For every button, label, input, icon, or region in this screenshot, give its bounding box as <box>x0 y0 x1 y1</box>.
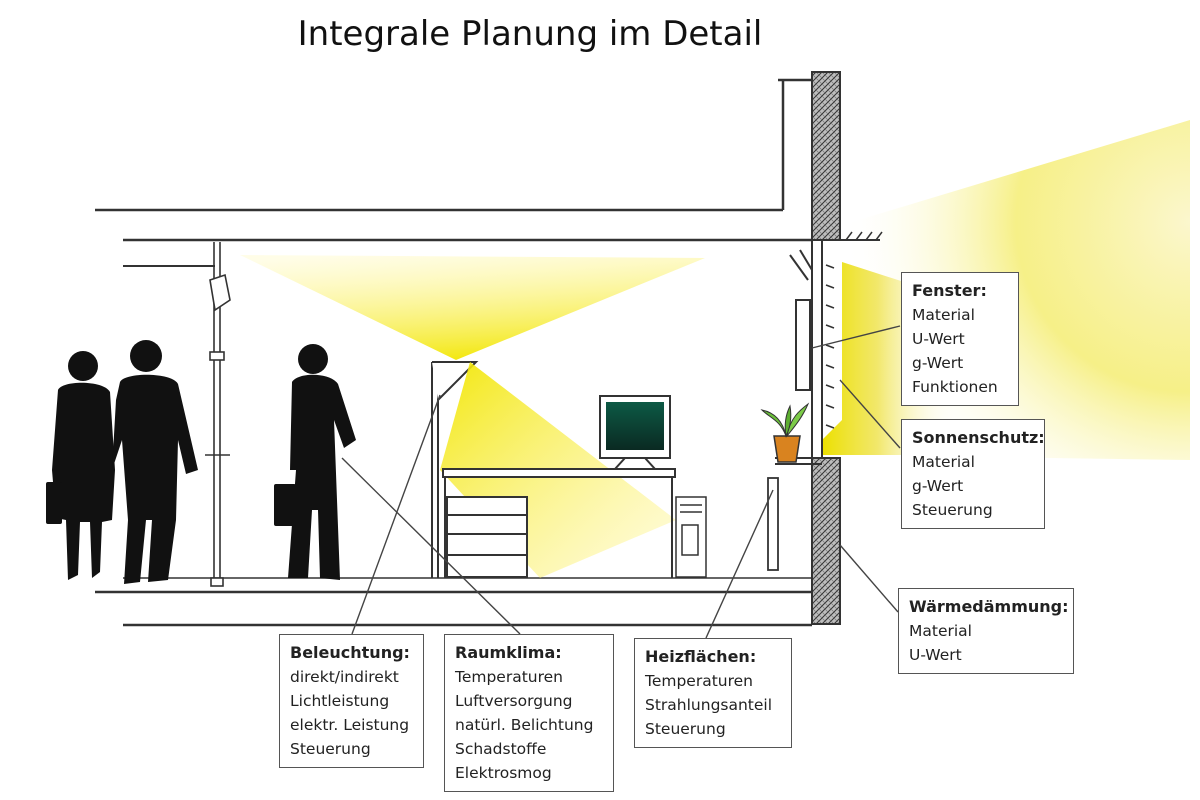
floor-lamp <box>431 361 479 578</box>
label-item: Strahlungsanteil <box>645 696 773 714</box>
label-item: Luftversorgung <box>455 692 573 710</box>
people-silhouettes <box>46 340 356 584</box>
computer-monitor <box>599 395 671 470</box>
computer-tower <box>675 496 707 578</box>
label-heizflaechen: Heizflächen: Temperaturen Strahlungsante… <box>634 638 792 748</box>
label-item: Funktionen <box>912 378 998 396</box>
insulated-wall-lower <box>811 457 841 625</box>
label-item: Elektrosmog <box>455 764 552 782</box>
label-item: Lichtleistung <box>290 692 390 710</box>
potted-plant <box>760 402 810 463</box>
diagram-title: Integrale Planung im Detail <box>297 14 763 54</box>
insulated-wall-upper <box>811 71 841 241</box>
label-item: Material <box>912 306 975 324</box>
label-sonnenschutz: Sonnenschutz: Material g-Wert Steuerung <box>901 419 1045 529</box>
indirect-light-cone <box>240 255 705 360</box>
label-item: Material <box>912 453 975 471</box>
ventilation-column <box>205 242 231 587</box>
label-beleuchtung: Beleuchtung: direkt/indirekt Lichtleistu… <box>279 634 424 768</box>
label-heading: Heizflächen: <box>645 647 757 666</box>
label-item: Steuerung <box>290 740 371 758</box>
label-heading: Wärmedämmung: <box>909 597 1069 616</box>
label-heading: Beleuchtung: <box>290 643 410 662</box>
label-item: g-Wert <box>912 477 964 495</box>
label-item: Steuerung <box>645 720 726 738</box>
label-item: g-Wert <box>912 354 964 372</box>
label-raumklima: Raumklima: Temperaturen Luftversorgung n… <box>444 634 614 792</box>
label-waermedaemmung: Wärmedämmung: Material U-Wert <box>898 588 1074 674</box>
label-item: Temperaturen <box>455 668 564 686</box>
label-item: natürl. Belichtung <box>455 716 594 734</box>
label-item: direkt/indirekt <box>290 668 399 686</box>
label-heading: Raumklima: <box>455 643 562 662</box>
label-item: Steuerung <box>912 501 993 519</box>
label-fenster: Fenster: Material U-Wert g-Wert Funktion… <box>901 272 1019 406</box>
sunshade-lamellas <box>825 264 835 429</box>
desk <box>442 468 676 578</box>
label-item: U-Wert <box>909 646 962 664</box>
label-item: elektr. Leistung <box>290 716 410 734</box>
label-heading: Sonnenschutz: <box>912 428 1045 447</box>
label-item: Schadstoffe <box>455 740 547 758</box>
label-item: Material <box>909 622 972 640</box>
label-item: Temperaturen <box>645 672 754 690</box>
callout-leaders <box>341 325 901 639</box>
label-heading: Fenster: <box>912 281 987 300</box>
window-frame <box>775 240 823 465</box>
label-item: U-Wert <box>912 330 965 348</box>
radiator <box>767 477 779 571</box>
